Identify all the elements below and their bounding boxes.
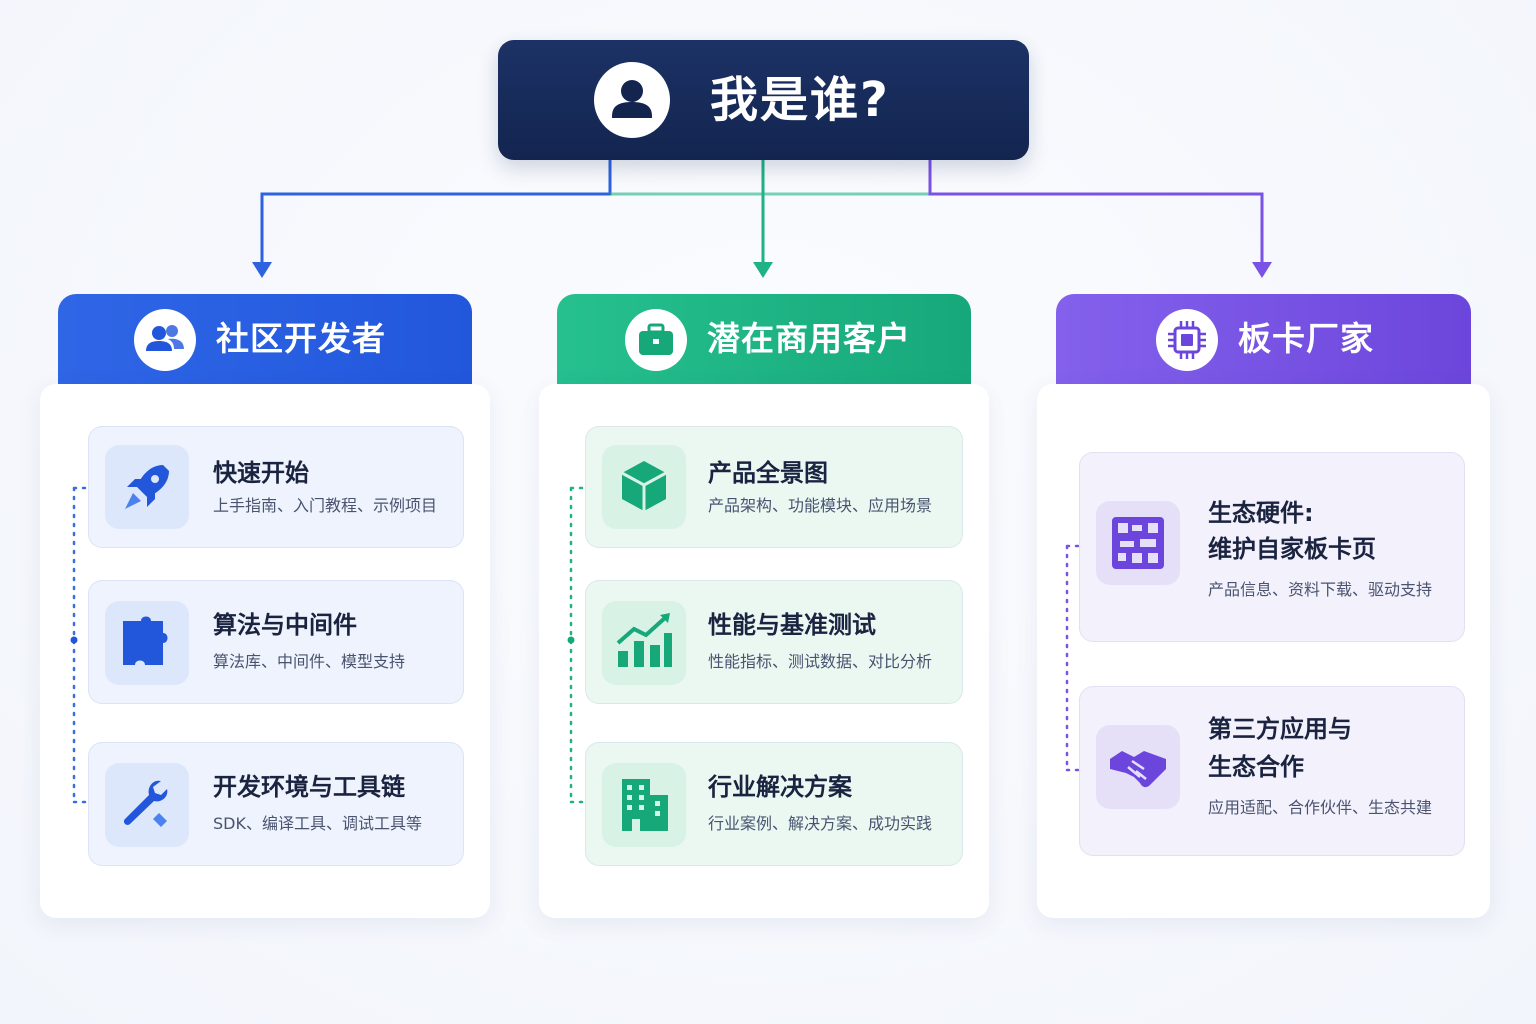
column-header-developers: 社区开发者: [58, 294, 472, 386]
card-subtitle: 应用适配、合作伙伴、生态共建: [1208, 798, 1433, 817]
card-ecosystem-hardware[interactable]: 生态硬件: 维护自家板卡页 产品信息、资料下载、驱动支持: [1079, 452, 1465, 642]
card-title-line2: 生态合作: [1208, 753, 1304, 781]
rocket-icon: [105, 445, 189, 529]
card-subtitle: 算法库、中间件、模型支持: [213, 652, 406, 671]
users-icon: [134, 309, 196, 371]
user-icon: [594, 62, 670, 138]
column-header-board-vendors: 板卡厂家: [1056, 294, 1471, 386]
handshake-icon: [1096, 725, 1180, 809]
column-title-customers: 潜在商用客户: [707, 319, 911, 358]
card-title-line2: 维护自家板卡页: [1208, 535, 1376, 563]
card-industry-solutions[interactable]: 行业解决方案 行业案例、解决方案、成功实践: [585, 742, 963, 866]
arrow-purple: [1252, 262, 1272, 278]
puzzle-icon: [105, 601, 189, 685]
card-title-line1: 第三方应用与: [1208, 715, 1352, 743]
cube-icon: [602, 445, 686, 529]
card-subtitle: 上手指南、入门教程、示例项目: [213, 496, 438, 515]
briefcase-icon: [625, 309, 687, 371]
column-header-customers: 潜在商用客户: [557, 294, 971, 386]
card-title: 性能与基准测试: [708, 611, 876, 639]
root-node: 我是谁?: [498, 40, 1029, 160]
chip-icon: [1156, 309, 1218, 371]
dotted-connector: [567, 486, 585, 804]
connector-purple: [928, 160, 1264, 262]
card-subtitle: 行业案例、解决方案、成功实践: [708, 814, 933, 833]
panel-developers: 快速开始 上手指南、入门教程、示例项目 算法与中间件 算法库、中间件、模型支持 …: [40, 384, 490, 918]
dotted-connector: [70, 486, 88, 804]
card-dev-environment-toolchain[interactable]: 开发环境与工具链 SDK、编译工具、调试工具等: [88, 742, 464, 866]
dotted-connector: [1065, 544, 1081, 772]
board-icon: [1096, 501, 1180, 585]
wrench-icon: [105, 763, 189, 847]
card-subtitle: SDK、编译工具、调试工具等: [213, 814, 422, 833]
root-title: 我是谁?: [710, 72, 890, 128]
card-title: 产品全景图: [708, 459, 828, 487]
card-algorithms-middleware[interactable]: 算法与中间件 算法库、中间件、模型支持: [88, 580, 464, 704]
card-subtitle: 产品架构、功能模块、应用场景: [708, 496, 933, 515]
arrow-green: [753, 262, 773, 278]
arrow-blue: [252, 262, 272, 278]
card-performance-benchmark[interactable]: 性能与基准测试 性能指标、测试数据、对比分析: [585, 580, 963, 704]
card-product-overview[interactable]: 产品全景图 产品架构、功能模块、应用场景: [585, 426, 963, 548]
card-third-party-apps[interactable]: 第三方应用与 生态合作 应用适配、合作伙伴、生态共建: [1079, 686, 1465, 856]
column-title-board-vendors: 板卡厂家: [1238, 319, 1374, 358]
chart-icon: [602, 601, 686, 685]
card-subtitle: 产品信息、资料下载、驱动支持: [1208, 580, 1433, 599]
column-title-developers: 社区开发者: [216, 319, 386, 358]
card-title-line1: 生态硬件:: [1208, 499, 1314, 527]
card-subtitle: 性能指标、测试数据、对比分析: [708, 652, 933, 671]
card-title: 算法与中间件: [213, 611, 357, 639]
panel-customers: 产品全景图 产品架构、功能模块、应用场景 性能与基准测试 性能指标、测试数据、对…: [539, 384, 989, 918]
card-quick-start[interactable]: 快速开始 上手指南、入门教程、示例项目: [88, 426, 464, 548]
card-title: 行业解决方案: [708, 773, 852, 801]
connector-blue: [260, 160, 612, 262]
panel-board-vendors: 生态硬件: 维护自家板卡页 产品信息、资料下载、驱动支持 第三方应用与 生态合作…: [1037, 384, 1490, 918]
card-title: 开发环境与工具链: [213, 773, 405, 801]
building-icon: [602, 763, 686, 847]
card-title: 快速开始: [213, 459, 309, 487]
